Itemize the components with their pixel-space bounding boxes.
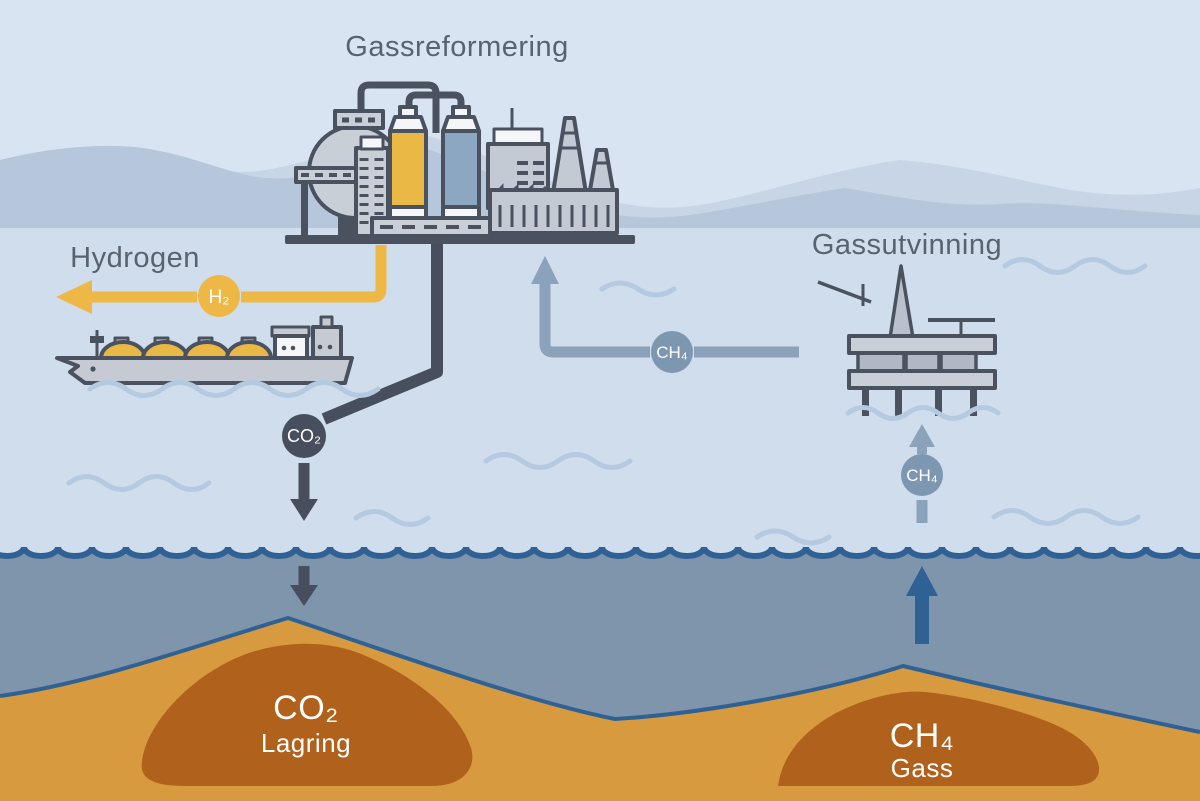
wave-squiggle bbox=[1002, 257, 1148, 275]
porthole bbox=[317, 344, 323, 350]
h2-badge-label: H₂ bbox=[208, 287, 229, 308]
porthole bbox=[327, 344, 333, 350]
reactor-column-blue bbox=[441, 105, 481, 222]
co2-pipe bbox=[321, 243, 443, 425]
ch4-seabed-arrow-up-icon bbox=[906, 566, 938, 596]
wave-squiggle bbox=[599, 280, 677, 298]
h2-badge bbox=[198, 275, 240, 317]
hydrogen-ship-illustration bbox=[55, 315, 381, 398]
ship-wave bbox=[87, 380, 381, 398]
co2-storage-caption: Lagring bbox=[261, 728, 351, 758]
extraction-title: Gassutvinning bbox=[812, 229, 1002, 261]
ladder-tower-cap bbox=[359, 135, 385, 151]
lng-domes bbox=[99, 340, 273, 360]
wave-squiggle bbox=[754, 528, 832, 546]
gas-reforming-plant-illustration bbox=[285, 81, 635, 244]
ch4-pipe bbox=[539, 278, 650, 358]
ch4-pipeline-flow: CH₄ bbox=[531, 256, 799, 373]
ch4-field-caption: Gass bbox=[891, 753, 954, 783]
ch4-arrow-up-icon bbox=[909, 424, 935, 447]
cargo-dome bbox=[183, 340, 231, 360]
platform-lower-deck bbox=[847, 369, 997, 390]
co2-storage-reservoir bbox=[141, 643, 473, 786]
co2-badge-label: CO₂ bbox=[287, 426, 321, 446]
window-dashes bbox=[517, 161, 544, 185]
co2-arrow-down-icon bbox=[290, 499, 318, 521]
h2-arrow-left-icon bbox=[56, 280, 92, 314]
platform-top-deck bbox=[847, 334, 997, 355]
platform-leg bbox=[970, 386, 977, 416]
wave-squiggle bbox=[483, 452, 633, 470]
h2-pipe bbox=[241, 245, 387, 303]
sea-surface-line bbox=[0, 546, 1200, 559]
ch4-pipeline-badge-label: CH₄ bbox=[656, 343, 688, 362]
ch4-seabed-arrow-shaft bbox=[915, 592, 929, 644]
ch4-pipeline-badge bbox=[651, 331, 693, 373]
co2-badge bbox=[282, 414, 326, 458]
wave-squiggle bbox=[353, 509, 431, 527]
column-shoulder bbox=[388, 115, 428, 133]
mountain-range-front bbox=[0, 143, 1200, 228]
column-body bbox=[388, 129, 428, 209]
porthole bbox=[281, 345, 287, 351]
ch4-well-flow: CH₄ bbox=[901, 424, 943, 644]
ship-hull bbox=[55, 356, 354, 385]
air-band bbox=[0, 228, 1200, 554]
rooftop-box bbox=[492, 127, 544, 146]
wave-squiggles bbox=[66, 257, 1148, 546]
ch4-gas-reservoir bbox=[778, 691, 1100, 786]
cargo-dome bbox=[99, 340, 147, 360]
ch4-arrow-up-icon bbox=[531, 256, 559, 284]
cargo-dome bbox=[141, 340, 189, 360]
seabed: CO₂ Lagring CH₄ Gass bbox=[0, 615, 1200, 801]
platform-leg bbox=[935, 386, 942, 416]
co2-storage-formula: CO₂ bbox=[273, 689, 339, 727]
ch4-well-badge bbox=[901, 454, 943, 496]
gas-platform-illustration bbox=[817, 264, 1001, 421]
wave-squiggle bbox=[66, 474, 212, 492]
ch4-field-formula: CH₄ bbox=[890, 717, 955, 755]
column-body bbox=[441, 129, 481, 209]
funnel-top bbox=[319, 315, 334, 329]
seabed-outline bbox=[0, 615, 1200, 734]
hydrogen-flow: H₂ bbox=[56, 245, 387, 317]
reforming-title: Gassreformering bbox=[345, 31, 568, 63]
ch4-well-badge-label: CH₄ bbox=[906, 466, 938, 485]
cargo-dome bbox=[225, 340, 273, 360]
wave-squiggle bbox=[991, 508, 1141, 526]
platform-wave bbox=[845, 405, 1001, 421]
hydrogen-title: Hydrogen bbox=[70, 242, 200, 274]
reactor-column-yellow bbox=[388, 105, 428, 222]
co2-subsea-arrow-down-icon bbox=[290, 585, 318, 606]
porthole bbox=[290, 345, 296, 351]
long-hall bbox=[488, 188, 619, 235]
co2-flow: CO₂ bbox=[282, 243, 443, 606]
plant-pipe bbox=[357, 81, 440, 133]
hawse-hole bbox=[90, 366, 96, 372]
platform-leg bbox=[895, 386, 902, 416]
platform-leg bbox=[862, 386, 869, 416]
hall-window-slits bbox=[498, 205, 610, 227]
factory-building bbox=[486, 108, 619, 235]
mountains bbox=[0, 130, 1200, 228]
sphere-leg bbox=[301, 178, 308, 236]
column-shoulder bbox=[441, 115, 481, 133]
plant-pipe bbox=[405, 91, 465, 114]
